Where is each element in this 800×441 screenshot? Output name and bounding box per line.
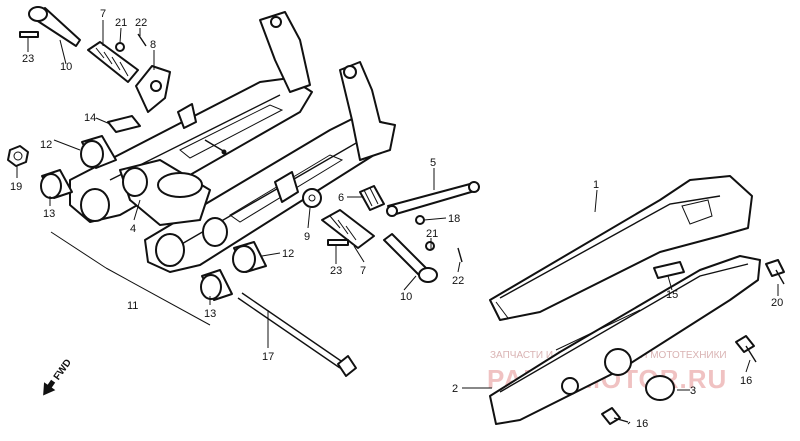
washer-9 [302, 188, 322, 208]
callout-22-lower: 22 [452, 275, 464, 287]
collar-13-upper [40, 169, 73, 199]
spring-6 [359, 185, 385, 211]
spring-pivot-pin-10-upper [28, 6, 81, 47]
collar-13-lower [200, 269, 233, 301]
forward-label: FWD [52, 357, 74, 382]
callout-4: 4 [130, 223, 136, 235]
plate-14 [107, 115, 141, 133]
cotter-pin-22-upper [137, 33, 147, 47]
leader-lines [16, 20, 779, 425]
spring-7-lower [321, 209, 375, 249]
callout-13-lower: 13 [204, 308, 216, 320]
callout-3: 3 [690, 385, 696, 397]
rod-5 [386, 181, 480, 217]
callout-16-upper: 16 [740, 375, 752, 387]
nut-18 [415, 215, 425, 225]
swingarm [69, 11, 396, 273]
forward-arrow-icon: FWD [43, 357, 74, 396]
callout-7-lower: 7 [360, 265, 366, 277]
chain-case-lower-2 [489, 255, 761, 425]
washer-21-lower [425, 241, 435, 251]
callout-1: 1 [593, 179, 599, 191]
callout-11: 11 [127, 300, 138, 312]
callout-20: 20 [771, 297, 783, 309]
callout-6: 6 [338, 192, 344, 204]
bolt-16-lower [601, 407, 629, 425]
cotter-pin-23-lower [327, 239, 349, 246]
emblem-15 [653, 261, 685, 279]
pivot-bolt-17 [237, 292, 357, 377]
callout-5: 5 [430, 157, 436, 169]
callout-7-upper: 7 [100, 8, 106, 20]
callout-18: 18 [448, 213, 460, 225]
chain-case-upper-1 [489, 175, 753, 321]
bushing-12-upper [80, 135, 117, 169]
callout-17: 17 [262, 351, 274, 363]
cap-3 [645, 375, 675, 401]
callout-9: 9 [304, 231, 310, 243]
cotter-pin-22-lower [457, 247, 463, 263]
callout-21-upper: 21 [115, 17, 127, 29]
callout-21-lower: 21 [426, 228, 438, 240]
bolt-16-upper [735, 335, 757, 363]
callout-23-lower: 23 [330, 265, 342, 277]
callout-23-upper: 23 [22, 53, 34, 65]
callout-2: 2 [452, 383, 458, 395]
nut-19 [7, 145, 29, 167]
bushing-12-lower [232, 241, 267, 273]
callout-10-upper: 10 [60, 61, 72, 73]
callout-19: 19 [10, 181, 22, 193]
callout-13-upper: 13 [43, 208, 55, 220]
washer-21-upper [115, 42, 125, 52]
cotter-pin-23-upper [19, 31, 39, 38]
callout-14: 14 [84, 112, 96, 124]
callout-16-lower: 16 [636, 418, 648, 430]
callout-10-lower: 10 [400, 291, 412, 303]
callout-8: 8 [150, 39, 156, 51]
callout-15: 15 [666, 289, 678, 301]
bracket-8 [135, 65, 171, 113]
callout-22-upper: 22 [135, 17, 147, 29]
callout-12-lower: 12 [282, 248, 294, 260]
spring-7-upper [87, 41, 139, 83]
spring-pivot-pin-10-lower [383, 233, 438, 283]
callout-12-upper: 12 [40, 139, 52, 151]
bolt-20 [765, 259, 785, 285]
